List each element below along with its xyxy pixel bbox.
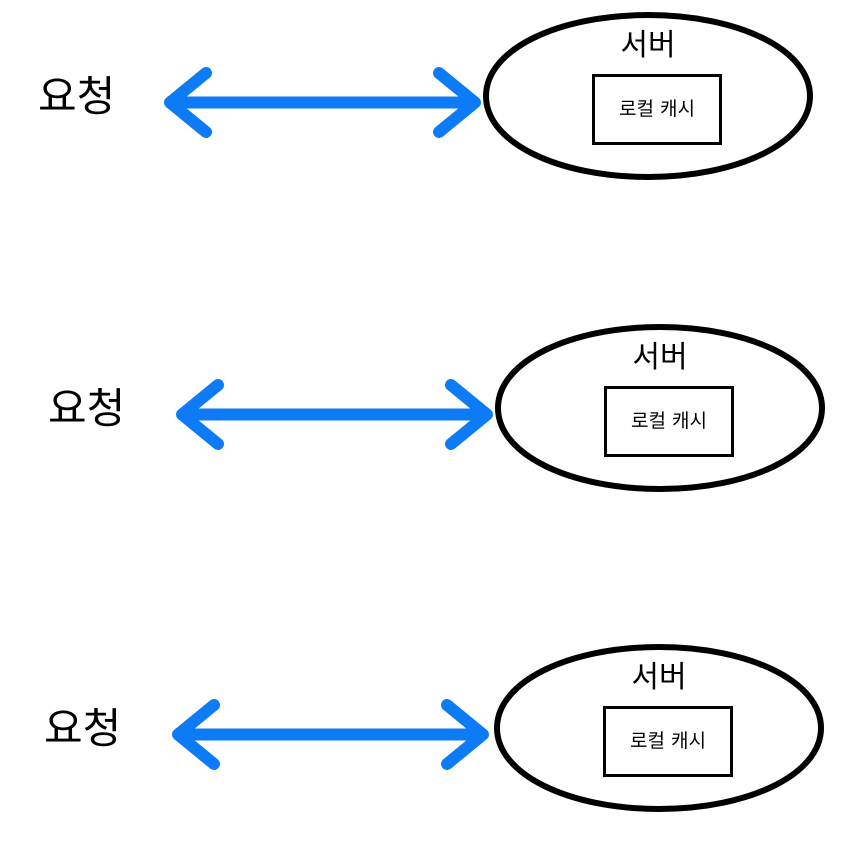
local-cache-box-1: 로컬 캐시: [592, 74, 722, 145]
request-label-3: 요청: [44, 704, 122, 753]
local-cache-box-2: 로컬 캐시: [604, 386, 734, 457]
server-node-3: 서버 로컬 캐시: [492, 643, 826, 813]
diagram-group-3: 요청 서버 로컬 캐시: [0, 632, 859, 832]
server-title-2: 서버: [632, 340, 688, 375]
bidirectional-arrow-1: [160, 60, 485, 145]
request-label-1: 요청: [38, 72, 116, 121]
server-title-1: 서버: [620, 28, 676, 63]
request-label-2: 요청: [48, 384, 126, 433]
bidirectional-arrow-3: [168, 692, 493, 777]
local-cache-box-3: 로컬 캐시: [603, 706, 733, 777]
bidirectional-arrow-2: [172, 372, 497, 457]
server-title-3: 서버: [631, 660, 687, 695]
local-cache-label-3: 로컬 캐시: [630, 730, 706, 752]
local-cache-label-1: 로컬 캐시: [619, 98, 695, 120]
server-node-2: 서버 로컬 캐시: [493, 323, 827, 493]
server-node-1: 서버 로컬 캐시: [481, 11, 815, 181]
arrow-svg-1: [164, 67, 481, 138]
local-cache-label-2: 로컬 캐시: [631, 410, 707, 432]
arrow-svg-3: [172, 699, 489, 770]
diagram-group-2: 요청 서버 로컬 캐시: [0, 312, 859, 512]
diagram-group-1: 요청 서버 로컬 캐시: [0, 0, 859, 200]
arrow-svg-2: [176, 379, 493, 450]
